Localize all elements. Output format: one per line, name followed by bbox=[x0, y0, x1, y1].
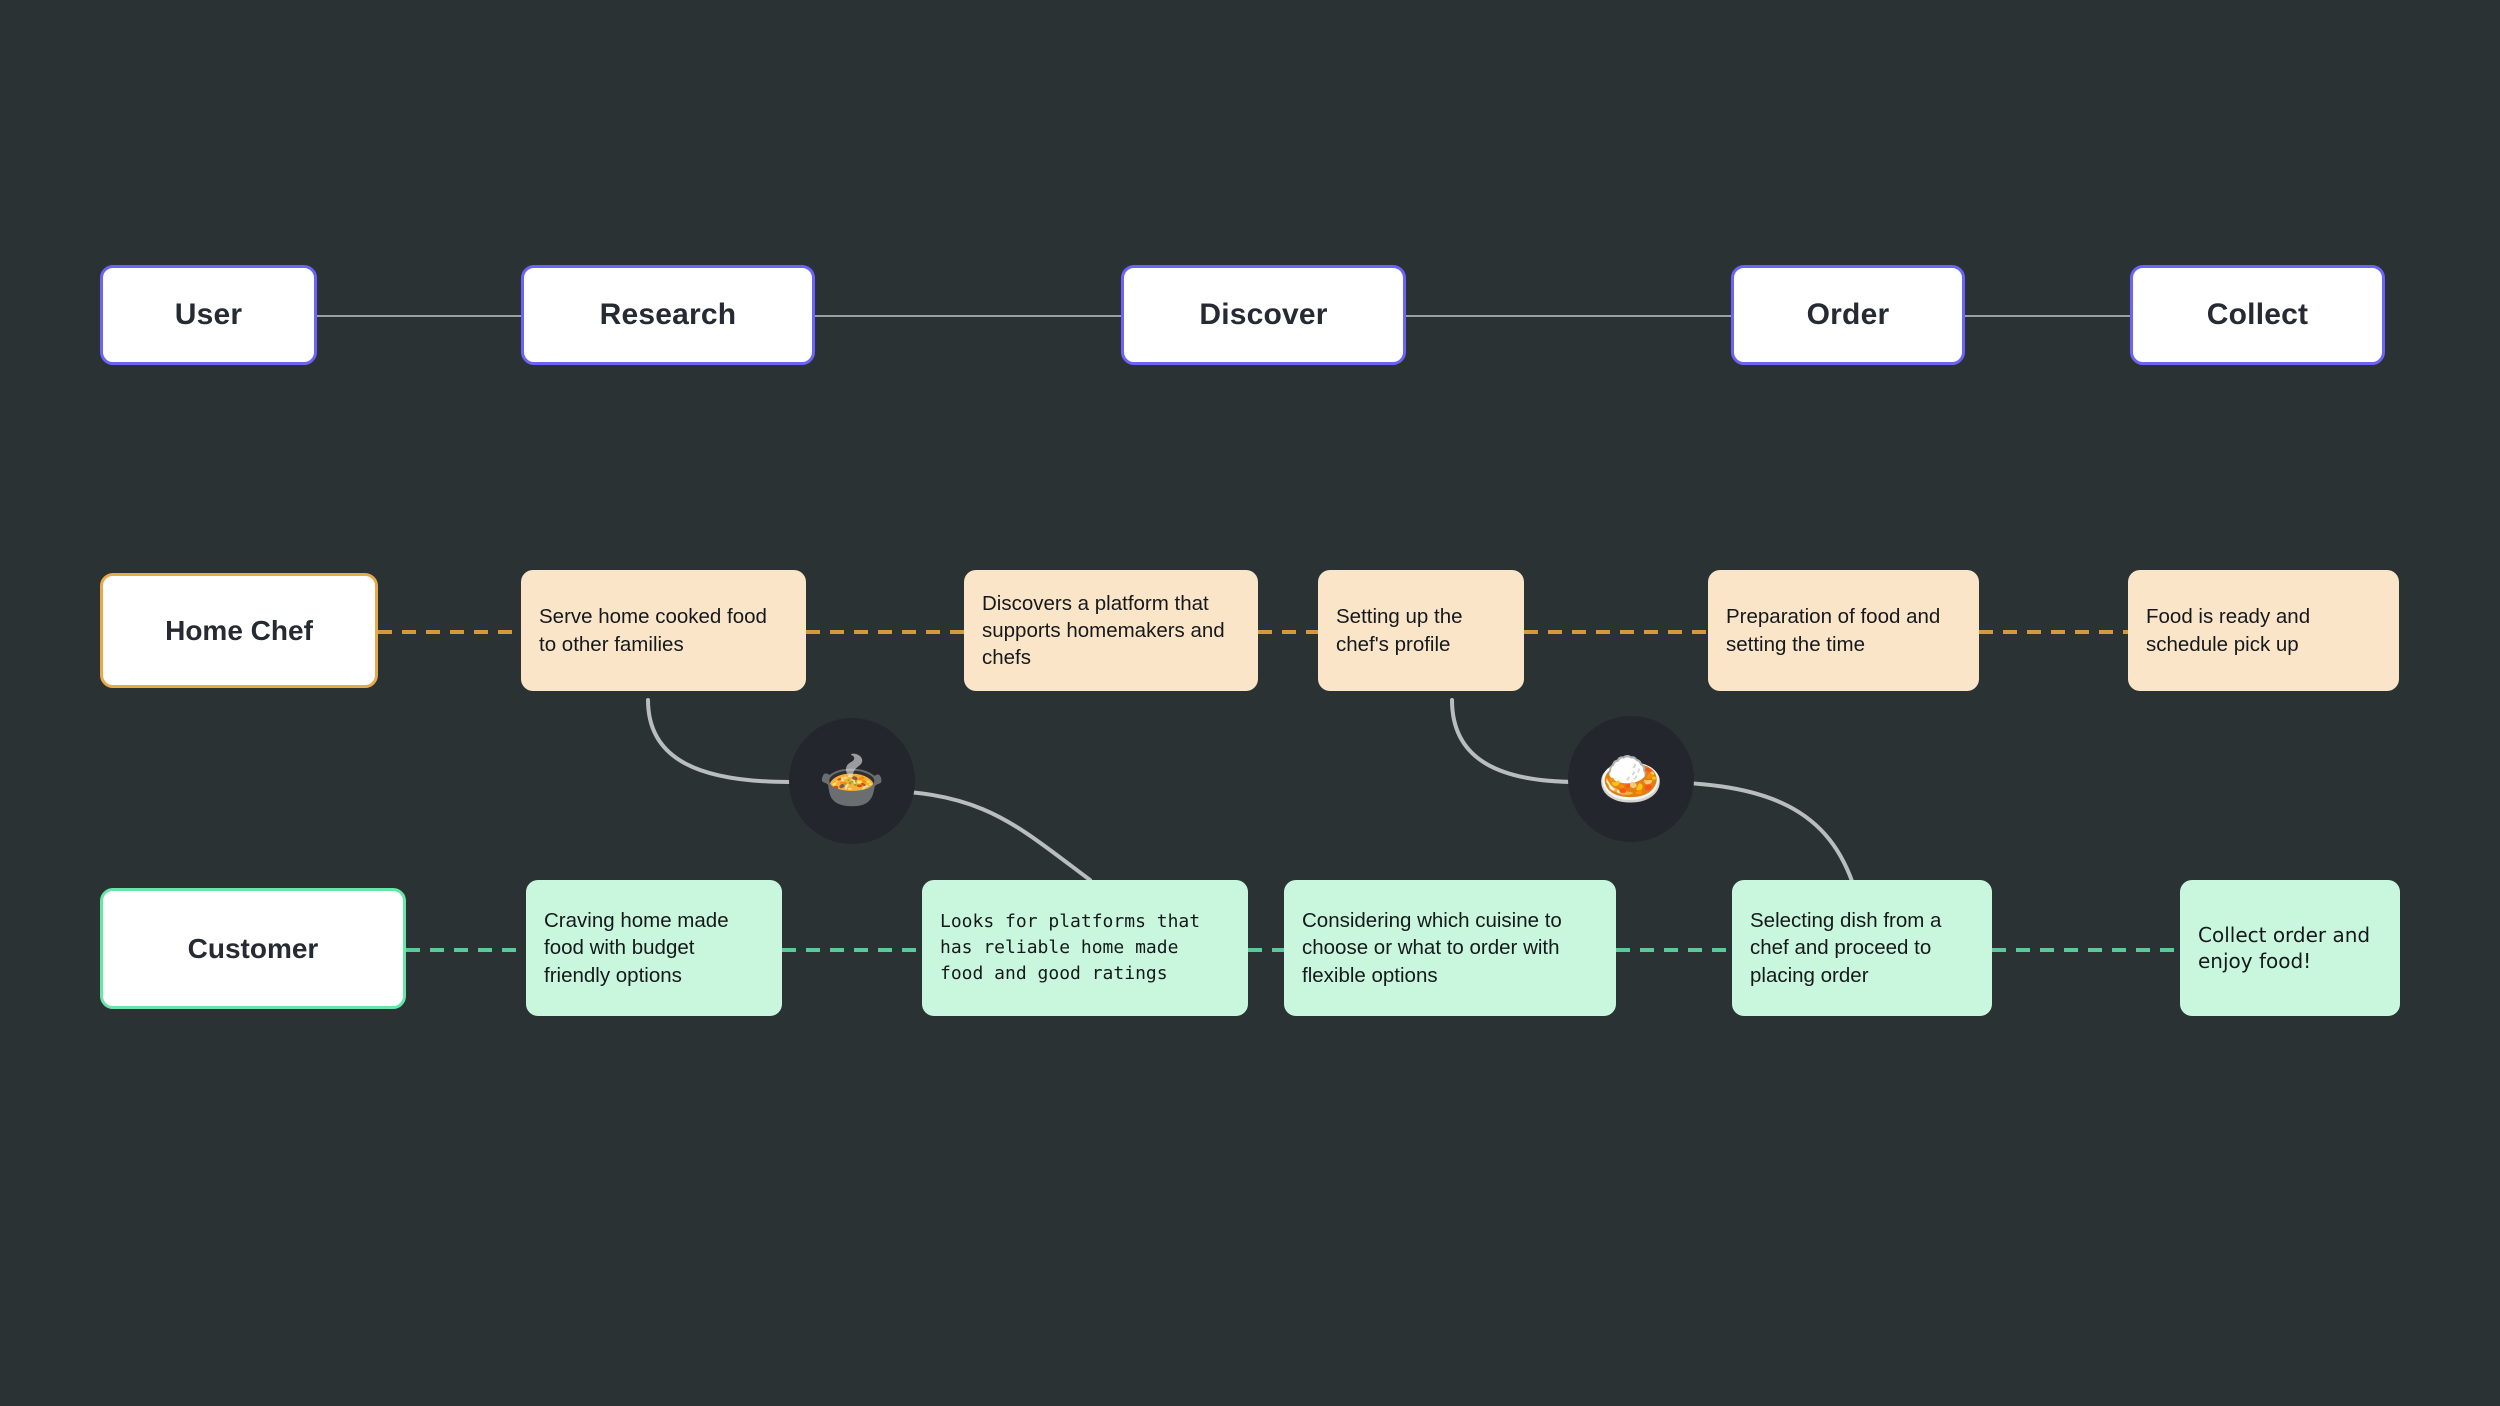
rice-bowl-glyph: 🍛 bbox=[1597, 747, 1665, 810]
cust-card-4[interactable]: Collect order and enjoy food! bbox=[2180, 880, 2400, 1016]
cust-card-2[interactable]: Considering which cuisine to choose or w… bbox=[1284, 880, 1616, 1016]
stage-label: User bbox=[174, 298, 243, 331]
stage-box-order[interactable]: Order bbox=[1731, 265, 1965, 365]
cooking-pot-glyph: 🍲 bbox=[818, 749, 886, 812]
connector-curve-2a bbox=[1450, 698, 1580, 784]
chef-dash-3 bbox=[1524, 630, 1708, 634]
lane-label-text: Home Chef bbox=[165, 614, 313, 646]
stage-line-1 bbox=[317, 315, 521, 317]
chef-dash-4 bbox=[1979, 630, 2128, 634]
cust-dash-2 bbox=[1248, 948, 1284, 952]
chef-card-2[interactable]: Setting up the chef's profile bbox=[1318, 570, 1524, 691]
stage-label: Research bbox=[599, 298, 737, 331]
chef-card-0[interactable]: Serve home cooked food to other families bbox=[521, 570, 806, 691]
card-text: Selecting dish from a chef and proceed t… bbox=[1750, 909, 1942, 987]
card-text: Food is ready and schedule pick up bbox=[2146, 605, 2311, 656]
card-text: Preparation of food and setting the time bbox=[1726, 605, 1941, 656]
lane-label-customer[interactable]: Customer bbox=[100, 888, 406, 1009]
stage-box-research[interactable]: Research bbox=[521, 265, 815, 365]
chef-card-4[interactable]: Food is ready and schedule pick up bbox=[2128, 570, 2399, 691]
connector-curve-1a bbox=[646, 698, 792, 784]
card-text: Setting up the chef's profile bbox=[1336, 605, 1463, 656]
chef-card-1[interactable]: Discovers a platform that supports homem… bbox=[964, 570, 1258, 691]
chef-dash-2 bbox=[1258, 630, 1318, 634]
stage-box-discover[interactable]: Discover bbox=[1121, 265, 1406, 365]
card-text: Collect order and enjoy food! bbox=[2198, 922, 2371, 973]
cooking-pot-icon: 🍲 bbox=[789, 718, 915, 844]
lane-label-home-chef[interactable]: Home Chef bbox=[100, 573, 378, 688]
cust-card-3[interactable]: Selecting dish from a chef and proceed t… bbox=[1732, 880, 1992, 1016]
lane-label-text: Customer bbox=[187, 932, 319, 964]
stage-line-3 bbox=[1406, 315, 1731, 317]
chef-dash-0 bbox=[378, 630, 524, 634]
rice-bowl-icon: 🍛 bbox=[1568, 716, 1694, 842]
cust-dash-1 bbox=[782, 948, 922, 952]
chef-dash-1 bbox=[806, 630, 964, 634]
stage-label: Order bbox=[1806, 298, 1890, 331]
stage-line-2 bbox=[815, 315, 1121, 317]
card-text: Discovers a platform that supports homem… bbox=[982, 591, 1225, 670]
cust-dash-3 bbox=[1616, 948, 1732, 952]
card-text: Craving home made food with budget frien… bbox=[544, 909, 729, 987]
card-text: Serve home cooked food to other families bbox=[539, 605, 767, 656]
stage-label: Collect bbox=[2206, 298, 2309, 331]
card-text: Considering which cuisine to choose or w… bbox=[1302, 909, 1562, 987]
cust-dash-4 bbox=[1992, 948, 2180, 952]
cust-dash-0 bbox=[406, 948, 526, 952]
cust-card-1[interactable]: Looks for platforms that has reliable ho… bbox=[922, 880, 1248, 1016]
stage-label: Discover bbox=[1199, 298, 1328, 331]
chef-card-3[interactable]: Preparation of food and setting the time bbox=[1708, 570, 1979, 691]
stage-box-user[interactable]: User bbox=[100, 265, 317, 365]
stage-line-4 bbox=[1965, 315, 2130, 317]
card-text: Looks for platforms that has reliable ho… bbox=[940, 910, 1201, 985]
stage-box-collect[interactable]: Collect bbox=[2130, 265, 2385, 365]
cust-card-0[interactable]: Craving home made food with budget frien… bbox=[526, 880, 782, 1016]
